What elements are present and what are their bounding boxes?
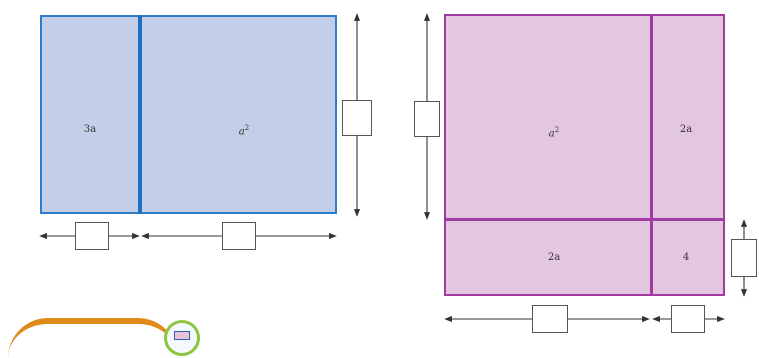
pink-bottom-right-label: 4	[682, 252, 690, 263]
pink-width-left-answer-box[interactable]	[532, 305, 568, 333]
pink-horizontal-divider	[444, 218, 725, 221]
blue-height-answer-box[interactable]	[342, 100, 372, 136]
pink-height-top-answer-box[interactable]	[414, 101, 440, 137]
pink-width-right-answer-box[interactable]	[671, 305, 705, 333]
pink-bottom-left-label: 2a	[547, 252, 561, 263]
logo-icon	[8, 318, 178, 358]
blue-width-left-answer-box[interactable]	[75, 222, 109, 250]
pink-top-right-label: 2a	[679, 124, 693, 135]
pink-vertical-divider	[650, 14, 653, 296]
dimension-arrows	[39, 13, 748, 323]
blue-left-region-label: 3a	[83, 124, 97, 135]
logo-badge-inner-icon	[174, 331, 190, 340]
pink-top-left-label: a2	[548, 126, 560, 140]
blue-divider-line	[138, 15, 142, 214]
pink-height-bottom-answer-box[interactable]	[731, 239, 757, 277]
blue-right-region-label: a2	[238, 124, 250, 138]
pink-square	[444, 14, 725, 296]
blue-rectangle	[40, 15, 337, 214]
blue-width-right-answer-box[interactable]	[222, 222, 256, 250]
